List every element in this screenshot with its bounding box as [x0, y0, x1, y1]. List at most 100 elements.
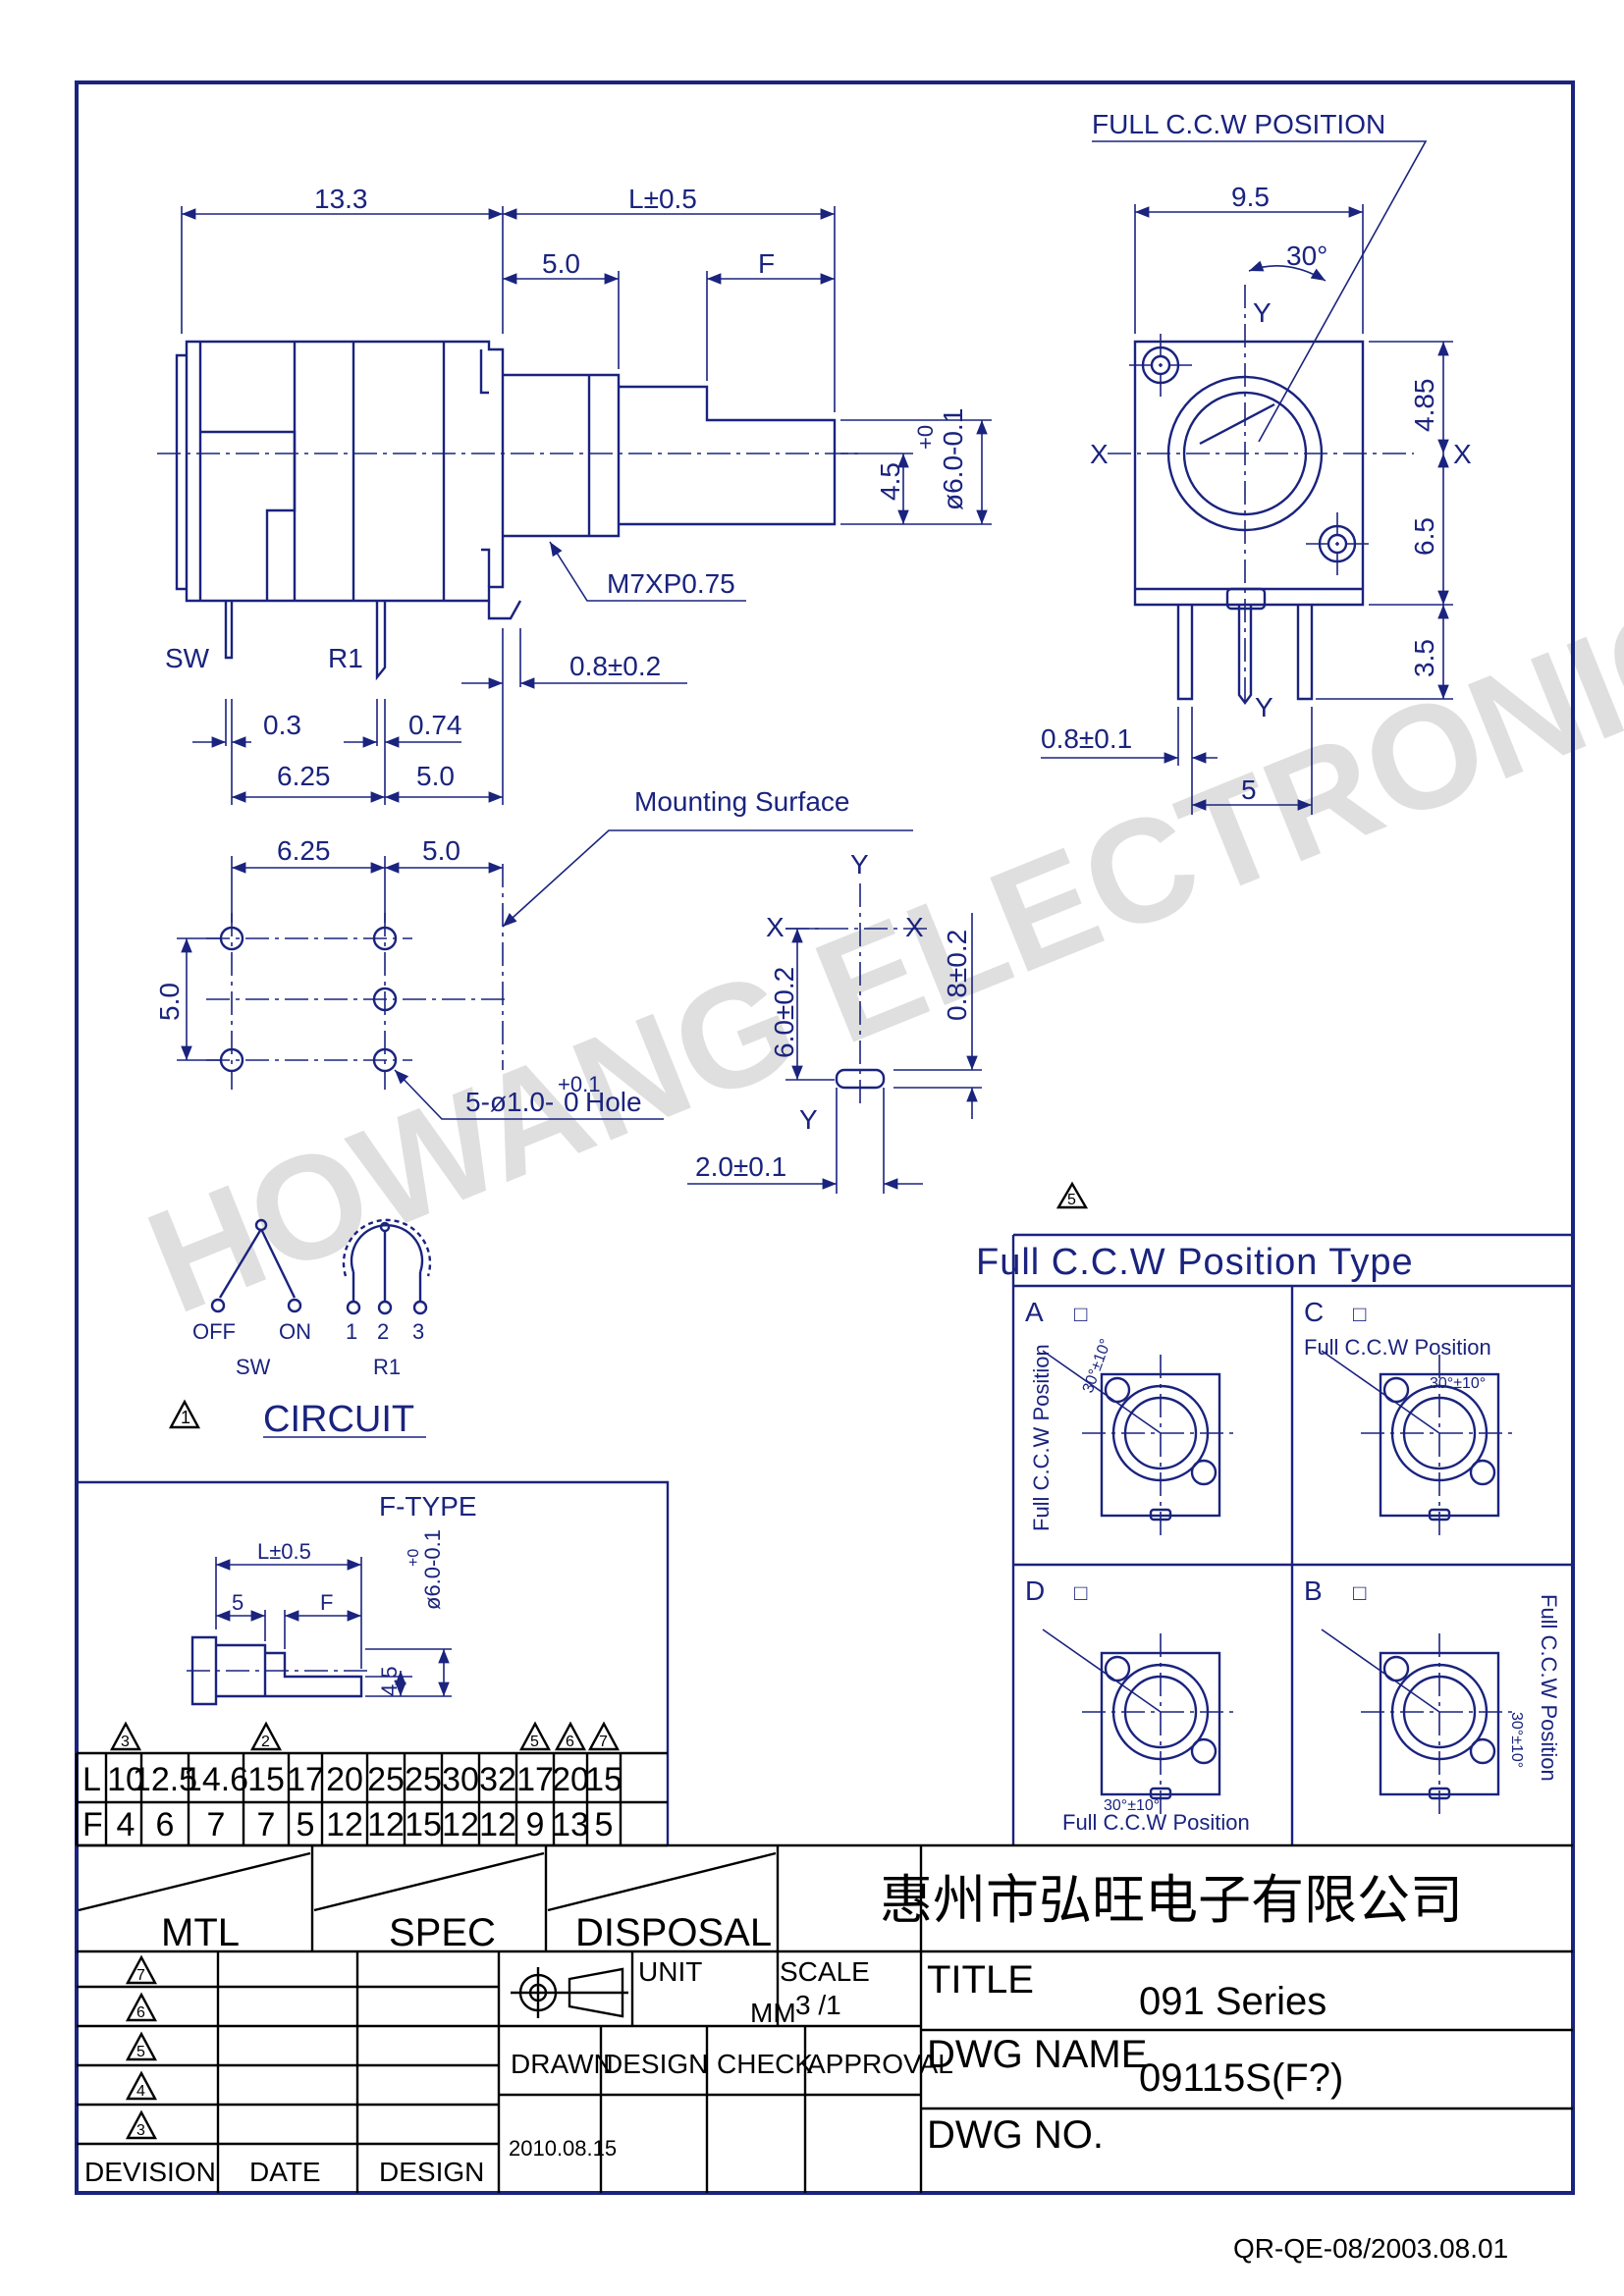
company-name: 惠州市弘旺电子有限公司	[880, 1869, 1463, 1931]
ftype-dim-F: F	[320, 1590, 333, 1615]
label-sw-circuit: SW	[236, 1355, 271, 1379]
panel-letter: B	[1304, 1575, 1323, 1606]
revision-triangle	[518, 1721, 552, 1751]
ftype-dim-L: L±0.5	[257, 1539, 311, 1564]
circuit-title: CIRCUIT	[263, 1399, 414, 1440]
table-F-cell: 9	[526, 1806, 545, 1843]
label-off: OFF	[192, 1319, 236, 1344]
table-F-cell: 5	[297, 1806, 315, 1843]
unit-label: UNIT	[638, 1956, 702, 1987]
dim-9-5: 9.5	[1231, 182, 1270, 212]
panel-angle: 30°±10°	[1104, 1797, 1160, 1814]
ftype-dim-shaft-tol: +0	[406, 1549, 422, 1567]
table-F-cell: 12	[442, 1806, 479, 1843]
axis-x-right: X	[1453, 439, 1472, 469]
side-view: 13.3 L±0.5 5.0 F 4.5 ø6.0-0.1 +0 M7XP0.7…	[157, 184, 992, 805]
pin-dim-0-8: 0.8±0.2	[942, 930, 972, 1021]
revision-mark: 3	[121, 1734, 130, 1750]
panel-checkbox: □	[1074, 1580, 1087, 1605]
revision-triangle	[249, 1721, 283, 1751]
mtl-label: MTL	[161, 1911, 240, 1954]
table-F-cell: 12	[479, 1806, 516, 1843]
pin-dim-2-0: 2.0±0.1	[695, 1151, 786, 1182]
panel-label: Full C.C.W Position	[1537, 1594, 1561, 1782]
revision-triangle	[554, 1721, 587, 1751]
drawn-label: DRAWN	[511, 2049, 614, 2079]
ftype-title: F-TYPE	[379, 1491, 477, 1522]
sheet-border	[75, 80, 1575, 2195]
front-title: FULL C.C.W POSITION	[1092, 109, 1385, 139]
panel-label: Full C.C.W Position	[1062, 1810, 1250, 1835]
dim-0-74: 0.74	[408, 710, 462, 740]
panel-checkbox: □	[1353, 1302, 1366, 1326]
ftype-dim-shaft: ø6.0-0.1	[420, 1529, 445, 1610]
revision-triangle-1	[168, 1399, 201, 1429]
dwg-name-value: 09115S(F?)	[1139, 2056, 1343, 2100]
ccw-rev-mark: 5	[1067, 1192, 1076, 1208]
revision-triangle	[125, 2109, 158, 2140]
panel-checkbox: □	[1353, 1580, 1366, 1605]
thread-label: M7XP0.75	[607, 568, 735, 599]
title-value: 091 Series	[1139, 1980, 1326, 2023]
ftype-dim-5: 5	[232, 1590, 244, 1615]
revision-mark: 7	[599, 1734, 608, 1750]
dim-shaft-tol: +0	[913, 425, 938, 450]
dim-L: L±0.5	[628, 184, 697, 214]
pin-1: 1	[346, 1319, 357, 1344]
revision-mark: 3	[136, 2122, 145, 2139]
dim-3-5: 3.5	[1409, 639, 1439, 677]
design-label: DESIGN	[603, 2049, 708, 2079]
ccw-title: Full C.C.W Position Type	[976, 1242, 1414, 1283]
table-L-cell: 12.5	[133, 1761, 197, 1798]
table-F-cell: 13	[552, 1806, 589, 1843]
hole-zero: 0	[564, 1087, 579, 1117]
dim-6-5: 6.5	[1409, 517, 1439, 556]
dim-0-3: 0.3	[263, 710, 301, 740]
drawn-date: 2010.08.15	[509, 2136, 617, 2161]
hole-suffix: Hole	[585, 1087, 642, 1117]
dim-F: F	[758, 248, 775, 279]
pin-axis-y-bottom: Y	[799, 1104, 818, 1135]
dim-4-85: 4.85	[1409, 379, 1439, 433]
table-F-cell: 12	[326, 1806, 363, 1843]
revision-triangle	[587, 1721, 621, 1751]
pcb-dim-6-25: 6.25	[277, 835, 331, 866]
dim-6-25: 6.25	[277, 761, 331, 791]
hole-tol: +0.1	[558, 1072, 600, 1096]
table-F-cell: 4	[117, 1806, 135, 1843]
mounting-surface: Mounting Surface	[634, 786, 849, 817]
table-F-cell: 6	[156, 1806, 175, 1843]
table-L-cell: 15	[585, 1761, 623, 1798]
table-F-cell: 5	[595, 1806, 614, 1843]
label-r1: R1	[328, 643, 363, 673]
design-col-label: DESIGN	[379, 2157, 484, 2187]
row-F-label: F	[82, 1806, 103, 1843]
pcb-dim-5-0v: 5.0	[154, 983, 185, 1021]
dwg-name-label: DWG NAME	[927, 2033, 1147, 2076]
dim-0-8-01: 0.8±0.1	[1041, 723, 1132, 754]
table-L-cell: 20	[552, 1761, 589, 1798]
pin-dim-6-0: 6.0±0.2	[769, 967, 799, 1058]
panel-letter: C	[1304, 1297, 1324, 1327]
pin-axis-y-top: Y	[850, 849, 869, 880]
dim-0-8: 0.8±0.2	[569, 651, 661, 681]
dim-shaft: ø6.0-0.1	[938, 408, 968, 510]
table-F-cell: 7	[257, 1806, 276, 1843]
axis-x-left: X	[1090, 439, 1109, 469]
revision-triangle	[125, 1954, 158, 1985]
table-F-cell: 15	[405, 1806, 442, 1843]
table-L-cell: 14.6	[184, 1761, 248, 1798]
dim-13-3: 13.3	[314, 184, 368, 214]
pcb-dim-5-0: 5.0	[422, 835, 460, 866]
pin-3: 3	[412, 1319, 424, 1344]
footer-code: QR-QE-08/2003.08.01	[1233, 2233, 1508, 2264]
dwg-no-label: DWG NO.	[927, 2113, 1104, 2157]
dim-5-0b: 5.0	[416, 761, 455, 791]
ftype-dim-4-5: 4.5	[377, 1666, 402, 1696]
